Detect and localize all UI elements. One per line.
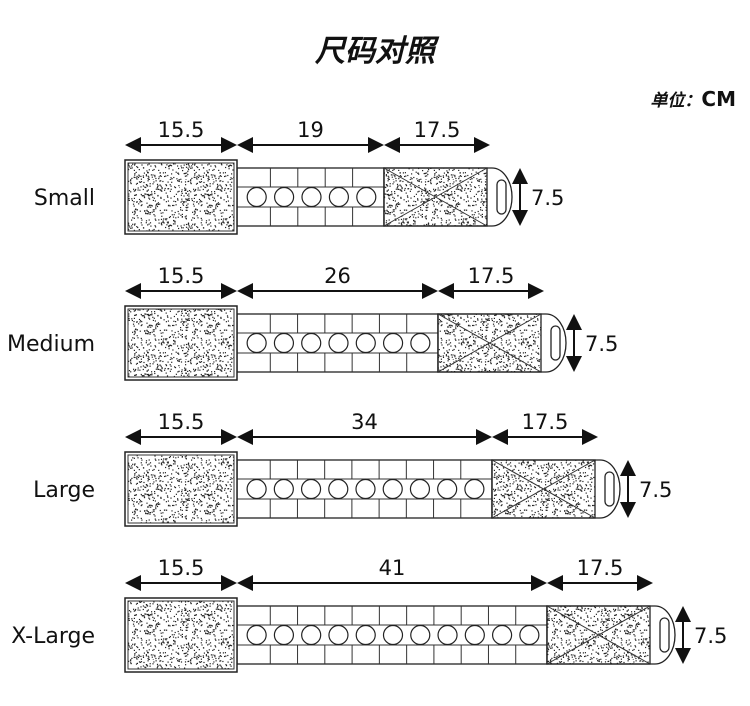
height-label: 7.5 xyxy=(639,478,672,502)
size-label: Large xyxy=(33,478,95,503)
webbing-circle xyxy=(246,186,267,208)
height-label: 7.5 xyxy=(694,624,727,648)
strap-loop-slot xyxy=(496,179,507,215)
dimension-label-left: 15.5 xyxy=(158,410,205,434)
strap-loop-slot xyxy=(550,325,561,361)
hook-panel-cross xyxy=(437,313,542,373)
strap-loop-slot xyxy=(604,471,615,507)
webbing-circle xyxy=(328,624,349,646)
dimension-label-middle: 34 xyxy=(351,410,378,434)
webbing-circle xyxy=(437,624,458,646)
webbing-circle xyxy=(273,478,294,500)
dimension-label-right: 17.5 xyxy=(468,264,515,288)
webbing-circle xyxy=(491,624,513,646)
strap-loop-slot xyxy=(659,617,670,653)
size-label: Small xyxy=(34,186,95,211)
webbing-circle xyxy=(355,624,376,646)
webbing-circle xyxy=(274,186,295,208)
webbing-circle xyxy=(355,332,376,354)
strap-small xyxy=(124,137,528,235)
hook-panel-cross xyxy=(383,167,488,227)
strap-large xyxy=(124,429,636,527)
webbing-circle xyxy=(301,624,322,646)
webbing-circle xyxy=(301,186,322,208)
left-panel-texture xyxy=(127,162,235,232)
unit-label: 单位：CM xyxy=(650,86,736,111)
webbing-circle xyxy=(328,478,349,500)
left-panel-texture xyxy=(127,454,235,524)
webbing-circle xyxy=(382,478,403,500)
dimension-label-left: 15.5 xyxy=(158,118,205,142)
webbing-circle xyxy=(328,332,349,354)
webbing-circle xyxy=(273,332,295,354)
webbing-circle xyxy=(300,478,322,500)
webbing-circle xyxy=(246,478,267,500)
dimension-label-right: 17.5 xyxy=(522,410,569,434)
dimension-label-middle: 41 xyxy=(379,556,406,580)
strap-x-large xyxy=(124,575,691,673)
webbing-circle xyxy=(464,478,485,500)
dimension-label-left: 15.5 xyxy=(158,556,205,580)
dimension-label-right: 17.5 xyxy=(414,118,461,142)
webbing-circle xyxy=(273,624,295,646)
webbing-circle xyxy=(355,478,376,500)
dimension-label-middle: 26 xyxy=(324,264,351,288)
webbing-circle xyxy=(246,332,267,354)
size-label: Medium xyxy=(7,332,95,357)
webbing-circle xyxy=(328,186,349,208)
dimension-label-right: 17.5 xyxy=(577,556,624,580)
webbing-circle xyxy=(519,624,540,646)
height-label: 7.5 xyxy=(585,332,618,356)
webbing-circle xyxy=(410,624,431,646)
webbing-circle xyxy=(437,478,458,500)
webbing-circle xyxy=(382,332,404,354)
webbing-circle xyxy=(409,478,431,500)
webbing-circle xyxy=(246,624,267,646)
page-title: 尺码对照 xyxy=(315,34,435,69)
webbing-circle xyxy=(410,332,431,354)
unit-value: CM xyxy=(701,87,736,111)
height-label: 7.5 xyxy=(531,186,564,210)
left-panel-texture xyxy=(127,308,235,378)
webbing-circle xyxy=(356,186,377,208)
webbing-circle xyxy=(301,332,322,354)
webbing-circle xyxy=(382,624,404,646)
size-label: X-Large xyxy=(11,624,95,649)
unit-prefix: 单位： xyxy=(650,91,702,111)
hook-panel-cross xyxy=(546,605,651,665)
webbing-circle xyxy=(464,624,485,646)
strap-medium xyxy=(124,283,582,381)
left-panel-texture xyxy=(127,600,235,670)
dimension-label-middle: 19 xyxy=(297,118,324,142)
dimension-label-left: 15.5 xyxy=(158,264,205,288)
hook-panel-cross xyxy=(491,459,596,519)
